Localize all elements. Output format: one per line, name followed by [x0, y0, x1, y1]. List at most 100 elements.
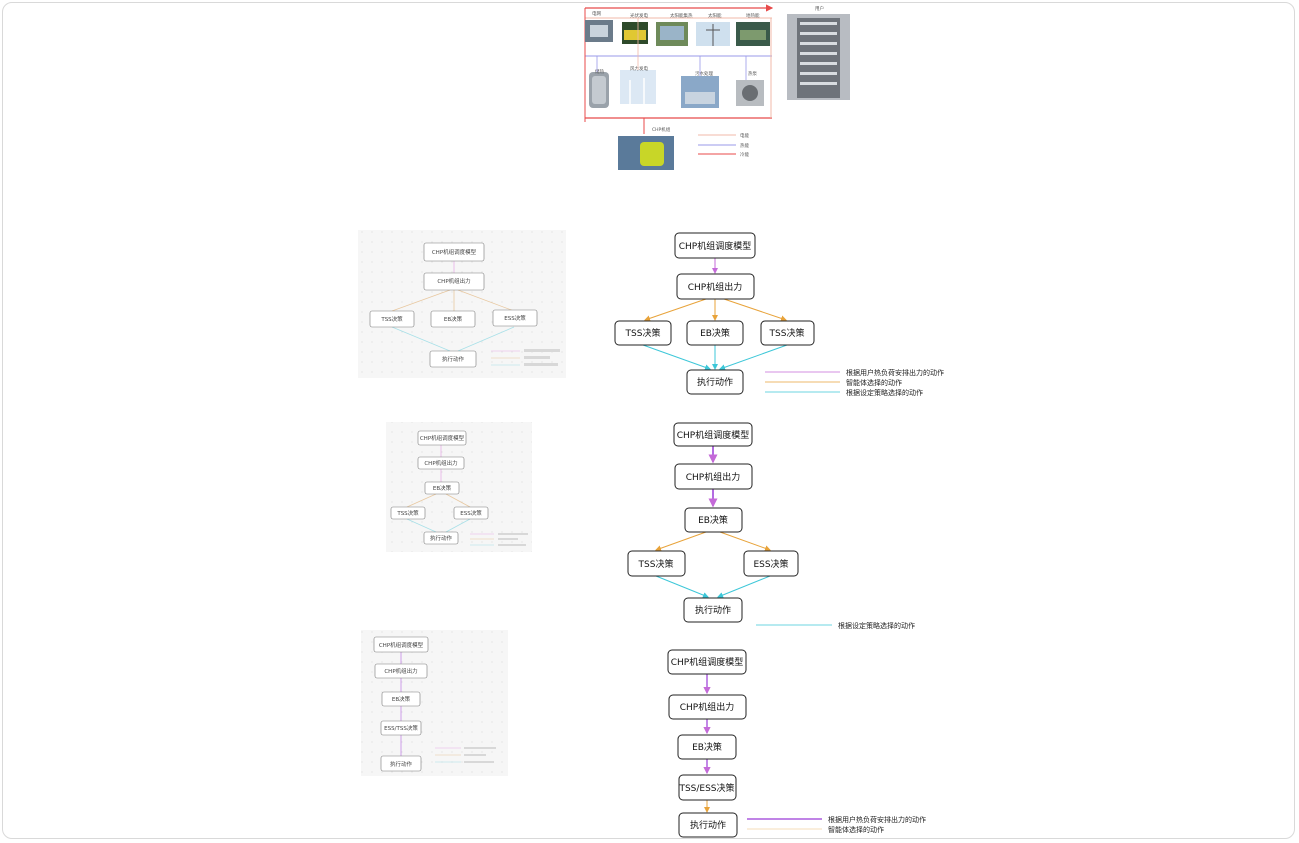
node-tss-ess-decision: TSS/ESS决策	[678, 774, 737, 801]
thumb-node-label: 执行动作	[430, 534, 453, 542]
energy-system-schematic: 电网 光伏发电 太阳能集热 太阳能 地热能 储热 风力发电 污水处理 热泵 CH…	[584, 4, 850, 170]
grid-image	[585, 20, 613, 42]
node-chp-output: CHP机组出力	[676, 273, 755, 300]
thumb-legend-text	[464, 754, 486, 756]
heat-storage-image	[589, 72, 609, 108]
node-chp-model: CHP机组调度模型	[667, 649, 747, 675]
edge-orange	[655, 531, 707, 552]
building-image	[787, 14, 850, 100]
thumb-edge	[391, 289, 451, 312]
thumb-edge	[445, 493, 471, 508]
thumb-edge	[406, 518, 437, 533]
node-tss-decision: TSS决策	[760, 320, 815, 346]
scheme-mid-label: 污水处理	[695, 70, 713, 77]
legend-text: 根据设定策略选择的动作	[838, 621, 915, 630]
thumb-node: ESS/TSS决策	[380, 720, 422, 736]
scheme-legend-text: 冷能	[740, 151, 749, 158]
node-label: EB决策	[692, 741, 722, 753]
thumb-node: 执行动作	[429, 350, 477, 368]
thumb-node-label: EB决策	[392, 695, 411, 703]
thumb-node: CHP机组调度模型	[417, 430, 467, 446]
node-execute: 执行动作	[683, 597, 743, 623]
node-label: CHP机组调度模型	[679, 240, 751, 252]
thumb-node-label: 执行动作	[442, 355, 465, 363]
legend-text: 根据用户热负荷安排出力的动作	[828, 815, 926, 824]
node-label: TSS决策	[625, 327, 661, 339]
scheme-top-label: 太阳能集热	[670, 12, 693, 19]
scheme-top-label: 电网	[592, 10, 601, 17]
edge-orange	[719, 531, 771, 552]
legend-text: 智能体选择的动作	[828, 825, 884, 834]
thumb-node: CHP机组出力	[374, 663, 428, 679]
thumb-node-label: CHP机组调度模型	[432, 248, 477, 256]
thumb-node-label: CHP机组调度模型	[379, 641, 424, 649]
thumb-legend-text	[498, 538, 518, 540]
node-chp-output: CHP机组出力	[674, 463, 753, 490]
node-chp-model: CHP机组调度模型	[673, 422, 753, 447]
thumb-legend-text	[498, 533, 528, 535]
node-label: CHP机组出力	[686, 471, 740, 483]
edge-cyan	[655, 575, 709, 598]
node-label: CHP机组出力	[688, 281, 742, 293]
edge-orange	[644, 298, 707, 322]
thumb-node-label: ESS决策	[460, 509, 482, 517]
edge-cyan	[642, 344, 711, 371]
node-label: CHP机组出力	[680, 701, 734, 713]
edge-cyan	[717, 575, 771, 598]
thumb-legend-text	[464, 747, 496, 749]
thumb-node: CHP机组出力	[417, 456, 465, 470]
node-tss-decision: TSS决策	[614, 320, 672, 346]
thumb-node: 执行动作	[423, 531, 459, 545]
legend-text: 根据设定策略选择的动作	[846, 388, 923, 397]
thumb-edge	[406, 493, 437, 508]
building-label: 用户	[815, 5, 824, 12]
node-label: EB决策	[698, 514, 728, 526]
geothermal-image	[736, 22, 770, 46]
thumb-node-label: ESS/TSS决策	[384, 724, 418, 732]
node-label: 执行动作	[690, 819, 726, 831]
thumb-node: TSS决策	[369, 310, 415, 328]
thumbnail-a: CHP机组调度模型 CHP机组出力 TSS决策 EB决策 ESS决策 执行动作	[358, 230, 566, 378]
thumb-node: CHP机组调度模型	[423, 242, 485, 262]
edge-cyan	[719, 344, 788, 371]
thumb-node-label: EB决策	[444, 315, 463, 323]
thumb-node: ESS决策	[453, 506, 489, 520]
node-eb-decision: EB决策	[677, 734, 737, 760]
flow-diagram-b: CHP机组调度模型 CHP机组出力 EB决策 TSS决策 ESS决策 执行动作 …	[627, 422, 915, 630]
node-label: TSS决策	[769, 327, 805, 339]
scheme-top-label: 地热能	[746, 12, 760, 19]
thumb-node-label: TSS决策	[396, 509, 419, 517]
node-chp-output: CHP机组出力	[668, 694, 747, 720]
thumb-node-label: CHP机组调度模型	[420, 434, 465, 442]
node-label: CHP机组调度模型	[671, 656, 743, 668]
thumb-node: 执行动作	[380, 755, 422, 772]
thumb-node: EB决策	[381, 691, 421, 707]
thumb-edge	[445, 518, 471, 533]
node-chp-model: CHP机组调度模型	[674, 232, 756, 259]
thumb-edge	[391, 326, 451, 352]
thumb-edge	[457, 289, 515, 312]
legend-text: 根据用户热负荷安排出力的动作	[846, 368, 944, 377]
thumb-node-label: TSS决策	[380, 315, 403, 323]
node-eb-decision: EB决策	[686, 320, 744, 346]
legend-text: 智能体选择的动作	[846, 378, 902, 387]
thumb-legend-text	[524, 356, 550, 359]
node-label: ESS决策	[753, 558, 788, 570]
thumb-legend-text	[524, 363, 558, 366]
node-label: TSS决策	[638, 558, 674, 570]
thumbnail-c: CHP机组调度模型 CHP机组出力 EB决策 ESS/TSS决策 执行动作	[361, 630, 508, 776]
scheme-mid-label: 热泵	[748, 70, 757, 77]
pv-image	[622, 22, 648, 44]
thumb-node-label: CHP机组出力	[424, 459, 457, 467]
node-label: TSS/ESS决策	[678, 782, 734, 794]
thumbnail-b: CHP机组调度模型 CHP机组出力 EB决策 TSS决策 ESS决策 执行动作	[386, 422, 532, 552]
scheme-bottom-label: CHP机组	[652, 126, 671, 133]
node-label: EB决策	[700, 327, 730, 339]
solar-image	[696, 22, 730, 46]
node-label: CHP机组调度模型	[677, 429, 749, 441]
thumb-node: TSS决策	[390, 506, 426, 520]
thumb-legend-text	[464, 761, 494, 763]
node-label: 执行动作	[695, 604, 731, 616]
thumb-legend-text	[524, 349, 560, 352]
